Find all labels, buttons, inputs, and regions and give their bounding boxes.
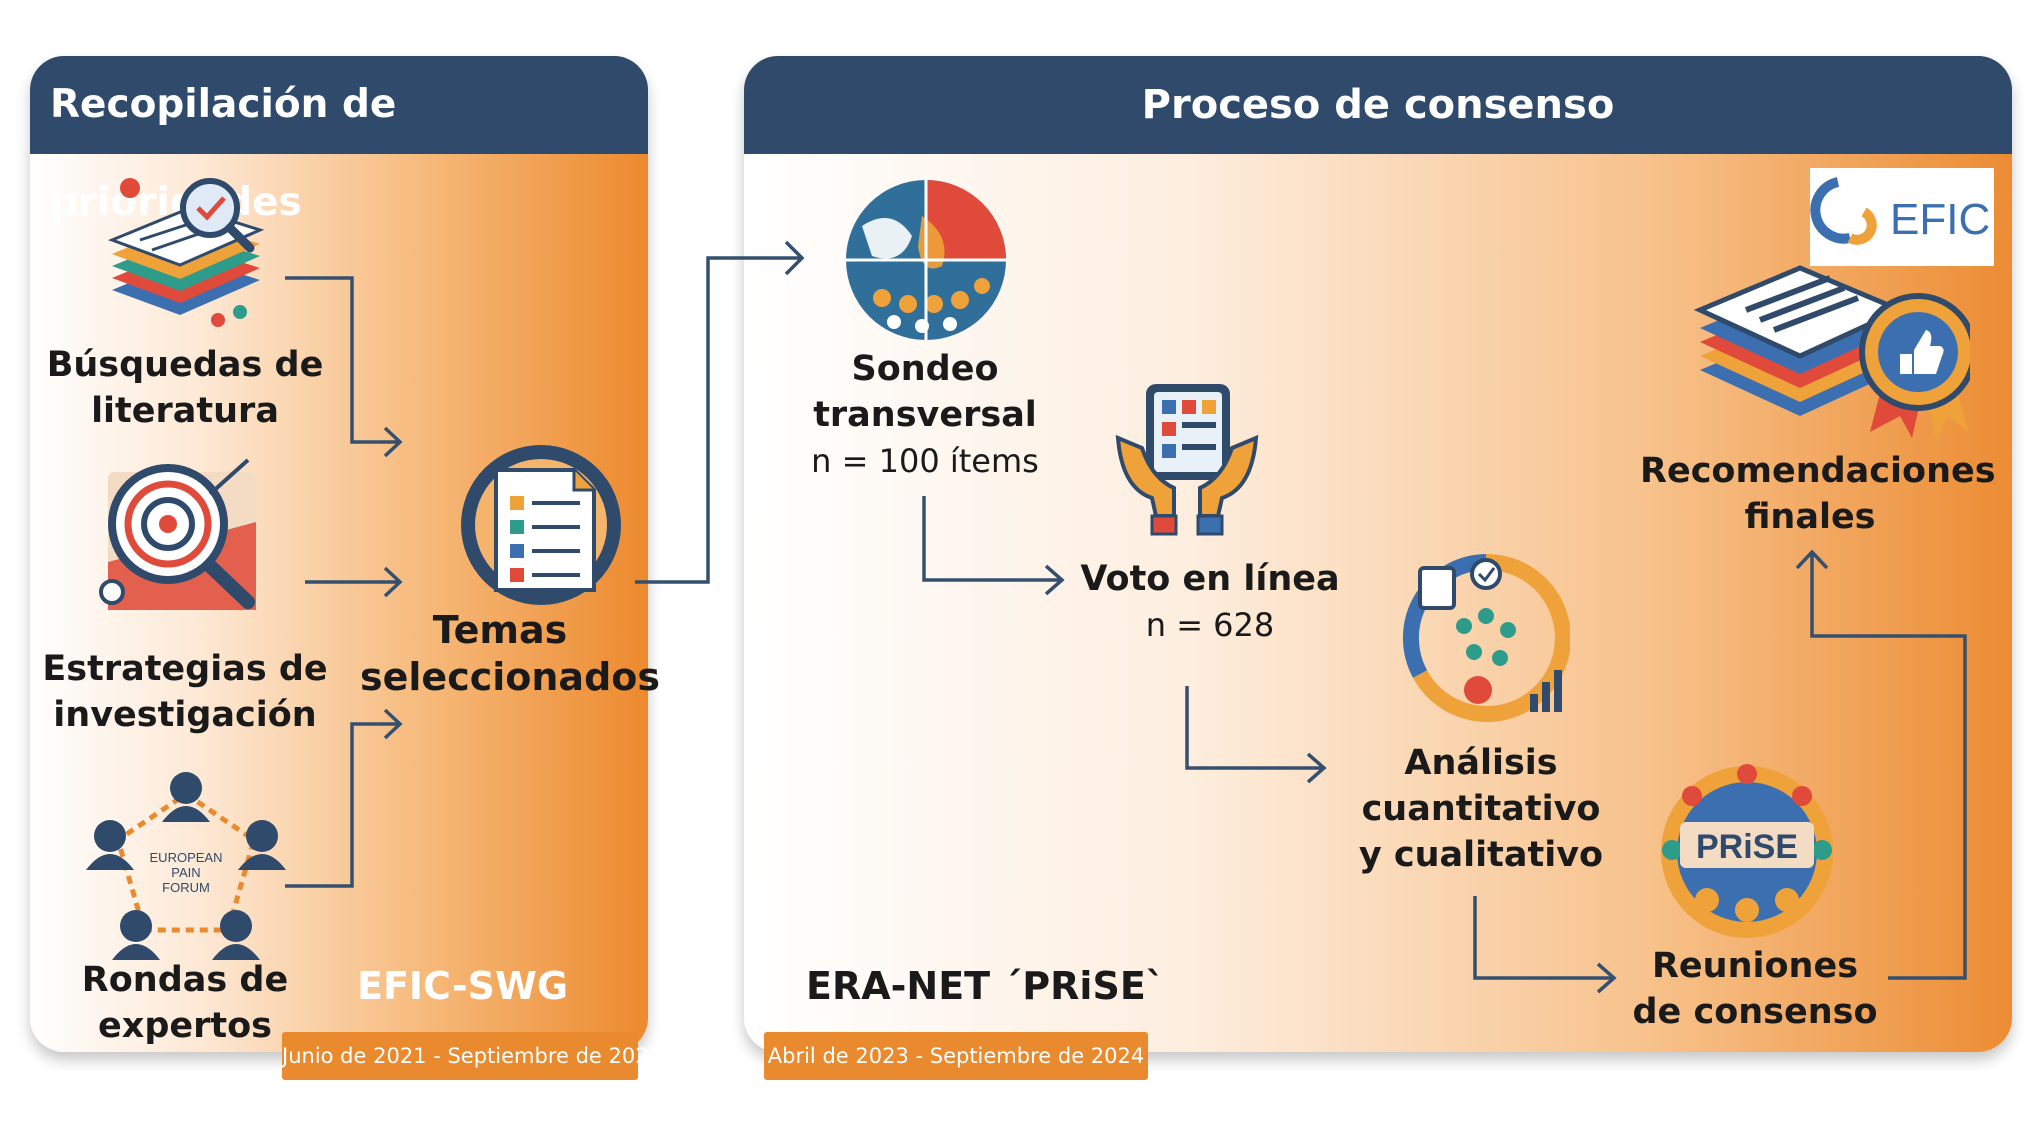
- prise-logo-text: PRiSE: [1696, 828, 1798, 866]
- analysis-line1: Análisis: [1404, 743, 1558, 783]
- priority-collection-title: Recopilación de prioridades: [30, 56, 648, 225]
- left-dates-badge: Junio de 2021 - Septiembre de 2022: [282, 1032, 662, 1080]
- recommendations-line1: Recomendaciones: [1640, 451, 1996, 491]
- arrow-vote-to-analysis: [1185, 686, 1322, 770]
- online-vote-icon: [1115, 384, 1259, 536]
- checklist-icon: [461, 445, 621, 605]
- globe-survey-icon: [846, 180, 1006, 340]
- recommendations-label: Recomendaciones finales: [1640, 448, 1996, 540]
- arrow-survey-to-vote: [922, 496, 1060, 582]
- meetings-line2: de consenso: [1632, 992, 1878, 1032]
- survey-label: Sondeo transversal n = 100 ítems: [780, 346, 1070, 484]
- forum-logo-word1: EUROPEAN: [150, 850, 223, 865]
- literature-search-icon: [107, 178, 265, 327]
- analysis-label: Análisis cuantitativo y cualitativo: [1326, 740, 1636, 878]
- expert-rounds-line2: expertos: [98, 1006, 272, 1046]
- consensus-process-title: Proceso de consenso: [744, 56, 2012, 154]
- vote-line1: Voto en línea: [1080, 559, 1340, 599]
- arrow-meetings-to-recommendations: [1810, 554, 1967, 980]
- expert-rounds-icon: EUROPEAN PAIN FORUM: [86, 772, 286, 960]
- efic-logo: EFIC: [1810, 168, 1994, 266]
- meetings-line1: Reuniones: [1651, 946, 1859, 986]
- analysis-line3: y cualitativo: [1358, 835, 1604, 875]
- literature-search-line1: Búsquedas de: [46, 345, 324, 385]
- research-strategies-line1: Estrategias de: [42, 649, 328, 689]
- era-net-prise-brand: ERA-NET ´PRiSE`: [806, 964, 1165, 1008]
- expert-rounds-label: Rondas de expertos: [40, 957, 330, 1049]
- research-strategies-line2: investigación: [53, 695, 317, 735]
- analysis-cycle-icon: [1402, 554, 1570, 722]
- right-dates-badge: Abril de 2023 - Septiembre de 2024: [764, 1032, 1148, 1080]
- recommendations-icon: [1693, 265, 1970, 438]
- selected-topics-line2: seleccionados: [360, 655, 660, 699]
- arrow-experts-to-topics: [285, 722, 398, 888]
- target-magnifier-icon: [99, 458, 256, 610]
- arrow-topics-to-survey: [635, 256, 800, 584]
- arrow-literature-to-topics: [285, 276, 398, 444]
- meetings-label: Reuniones de consenso: [1610, 943, 1900, 1035]
- arrow-analysis-to-meetings: [1473, 896, 1612, 980]
- efic-logo-text: EFIC: [1890, 195, 1990, 244]
- survey-line1: Sondeo: [851, 349, 999, 389]
- analysis-line2: cuantitativo: [1361, 789, 1601, 829]
- survey-line2: transversal: [813, 395, 1037, 435]
- literature-search-label: Búsquedas de literatura: [40, 342, 330, 434]
- recommendations-line2: finales: [1744, 497, 1876, 537]
- forum-logo-word3: FORUM: [162, 880, 210, 895]
- vote-label: Voto en línea n = 628: [1060, 556, 1360, 648]
- survey-count: n = 100 ítems: [811, 442, 1039, 480]
- efic-logo-mark-icon: EFIC: [1810, 177, 1990, 245]
- prise-logo-icon: PRiSE: [1661, 764, 1833, 938]
- forum-logo-word2: PAIN: [171, 865, 200, 880]
- literature-search-line2: literatura: [91, 391, 279, 431]
- selected-topics-line1: Temas: [432, 608, 568, 652]
- vote-count: n = 628: [1145, 606, 1275, 644]
- efic-swg-brand: EFIC-SWG: [357, 964, 569, 1008]
- expert-rounds-line1: Rondas de: [81, 960, 289, 1000]
- selected-topics-label: Temas seleccionados: [360, 607, 660, 701]
- research-strategies-label: Estrategias de investigación: [40, 646, 330, 738]
